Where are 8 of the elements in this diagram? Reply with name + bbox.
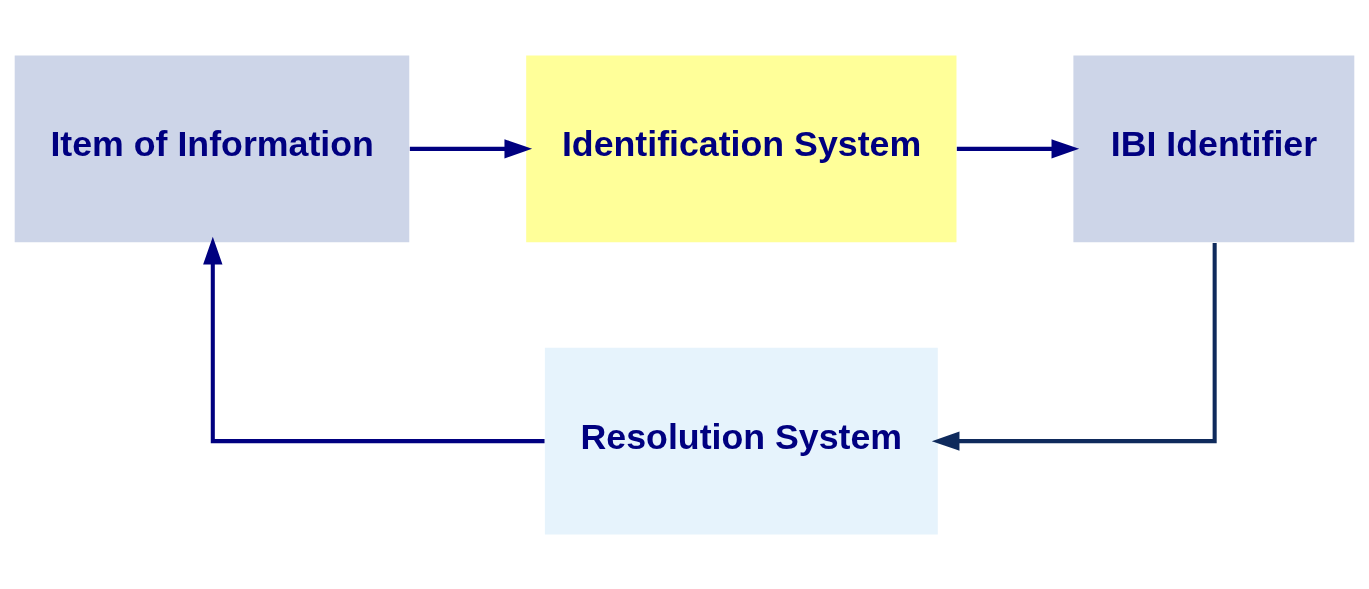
node-box: Item of Information bbox=[14, 55, 410, 242]
arrow bbox=[931, 242, 1217, 451]
arrow bbox=[956, 138, 1080, 159]
node-box: Resolution System bbox=[544, 347, 938, 534]
node-box: IBI Identifier bbox=[1073, 55, 1355, 242]
arrow bbox=[203, 236, 545, 443]
node-box: Identification System bbox=[526, 55, 957, 242]
arrow bbox=[409, 138, 533, 159]
